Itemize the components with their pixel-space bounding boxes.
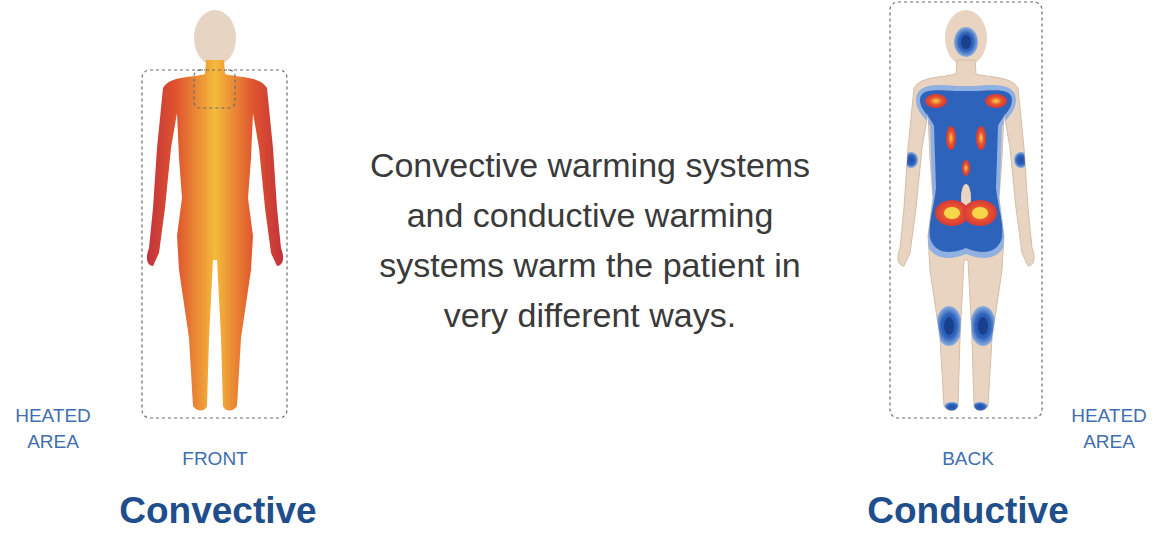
- neck-outline: [194, 70, 235, 108]
- heated-area-label: HEATED AREA: [6, 403, 100, 455]
- method-heading: Convective: [98, 490, 338, 532]
- heated-area-label: HEATED AREA: [1064, 403, 1154, 455]
- method-heading: Conductive: [848, 490, 1088, 532]
- heated-area-outline: [890, 2, 1042, 418]
- front-body: [147, 10, 283, 411]
- view-label: FRONT: [165, 446, 265, 472]
- statement-text: Convective warming systems and conductiv…: [350, 140, 830, 340]
- view-label: BACK: [918, 446, 1018, 472]
- back-body: [898, 10, 1034, 412]
